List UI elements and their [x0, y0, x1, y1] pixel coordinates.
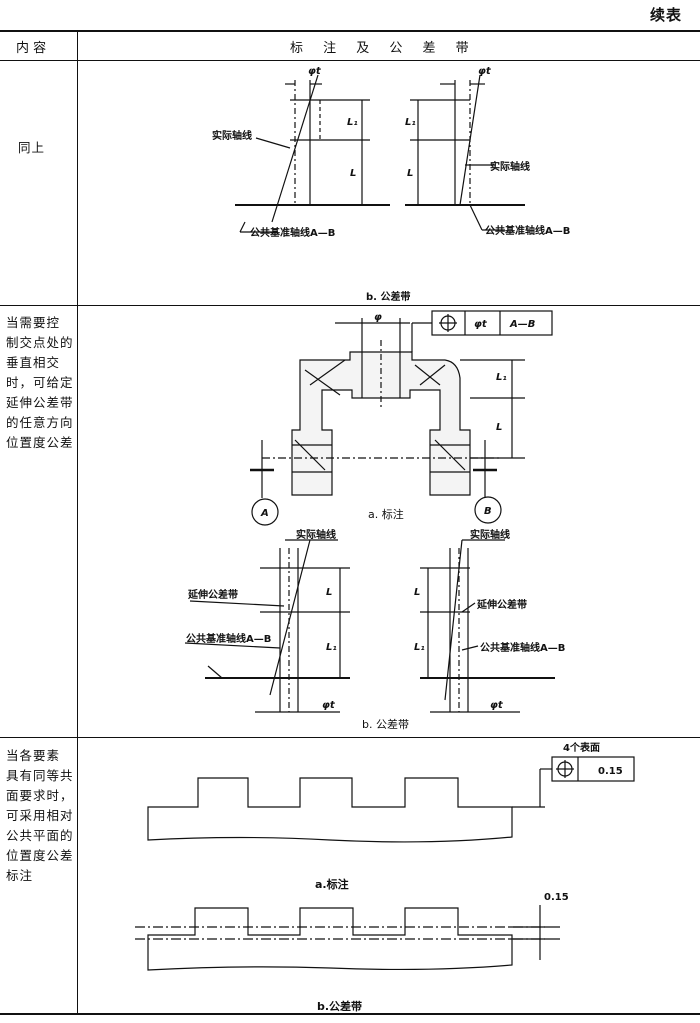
row1-left-phi-t: φt: [308, 66, 322, 77]
row1-left-L1: L₁: [347, 117, 358, 128]
row2-frame-symbol: ⊕: [444, 326, 445, 328]
row2-tolerance-zone-drawing: [184, 539, 555, 713]
row2-frame-tolerance: φt: [474, 319, 488, 330]
row1-left-datum-axis: 公共基准轴线A—B: [250, 226, 335, 239]
row2-right-actual-axis: 实际轴线: [470, 528, 510, 541]
row2-frame-datum: A—B: [509, 319, 535, 330]
header-annotation: 标 注 及 公 差 带: [290, 41, 477, 56]
row3-caption-b: b.公差带: [317, 999, 362, 1013]
column-divider: [77, 30, 78, 1015]
row3-surfaces-note: 4个表面: [563, 741, 600, 754]
row3-frame-tolerance: 0.15: [598, 766, 623, 777]
row1-right-phi-t: φt: [478, 66, 492, 77]
row3-tolerance-zone-drawing: [135, 905, 560, 971]
row1-rule: [0, 305, 700, 306]
header-content: 内 容: [16, 41, 47, 56]
row2-description: 当需要控 制交点处的 垂直相交 时，可给定 延伸公差带 的任意方向 位置度公差: [6, 315, 74, 450]
row2-left-actual-axis: 实际轴线: [296, 528, 336, 541]
row2-right-datum-axis: 公共基准轴线A—B: [480, 641, 565, 654]
row3-description: 当各要素 具有同等共 面要求时， 可采用相对 公共平面的 位置度公差 标注: [6, 748, 74, 883]
row2-right-L: L: [414, 587, 420, 598]
datum-b-label: B: [484, 506, 492, 517]
table-bottom-rule: [0, 1013, 700, 1015]
row1-right-actual-axis: 实际轴线: [490, 160, 530, 173]
row2-annot-L1: L₁: [496, 372, 507, 383]
row1-right-L1: L₁: [405, 117, 416, 128]
row2-left-datum-axis: 公共基准轴线A—B: [186, 632, 271, 645]
row2-part-drawing: [250, 310, 553, 526]
header-rule: [0, 60, 700, 61]
row2-rule: [0, 737, 700, 738]
row1-right-datum-axis: 公共基准轴线A—B: [485, 224, 570, 237]
row1-tolerance-zone-drawing: [235, 74, 525, 233]
continued-label: 续表: [649, 6, 682, 24]
row3-part-drawing: [147, 756, 635, 843]
row1-right-L: L: [407, 168, 413, 179]
figure-table: 内 容 标 注 及 公 差 带 同上 当需要控 制交点处的 垂直相交 时，可给定…: [0, 30, 700, 1015]
row2-right-ext-zone: 延伸公差带: [476, 598, 527, 611]
row2-left-L1: L₁: [326, 642, 337, 653]
row2-annot-L: L: [496, 422, 502, 433]
row1-left-actual-axis: 实际轴线: [212, 129, 252, 142]
row2-left-L: L: [326, 587, 332, 598]
row2-right-L1: L₁: [414, 642, 425, 653]
row2-caption-b: b. 公差带: [362, 717, 409, 731]
row2-left-ext-zone: 延伸公差带: [187, 588, 238, 601]
row2-phi-label: φ: [374, 312, 382, 323]
row1-caption: b. 公差带: [366, 290, 410, 303]
row3-zone-tolerance: 0.15: [544, 892, 569, 903]
row2-caption-a: a. 标注: [368, 507, 404, 521]
table-top-rule: [0, 30, 700, 32]
row1-description: 同上: [18, 140, 46, 155]
row2-left-phi-t: φt: [322, 700, 336, 711]
datum-a-label: A: [260, 508, 269, 519]
row2-right-phi-t: φt: [490, 700, 504, 711]
row3-caption-a: a.标注: [315, 877, 349, 891]
row1-left-L: L: [350, 168, 356, 179]
